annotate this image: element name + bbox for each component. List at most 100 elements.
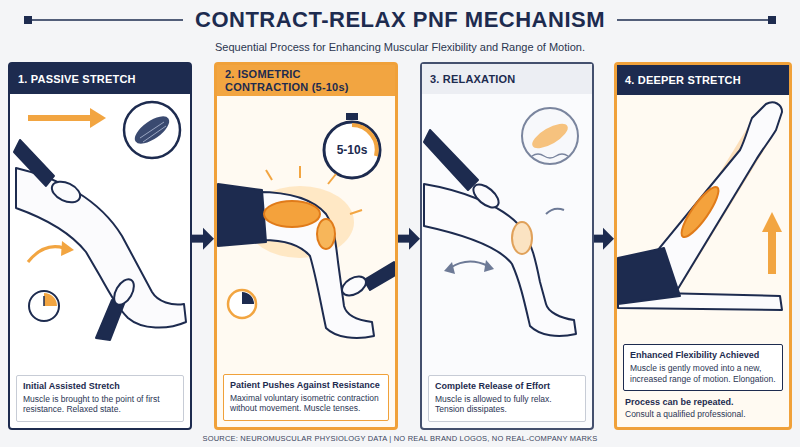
clock-icon (29, 291, 59, 321)
flow-arrow (192, 228, 214, 250)
step-heading: Patient Pushes Against Resistance (230, 380, 382, 391)
arrow-head (603, 228, 614, 250)
step-panel: 1. PASSIVE STRETCH Initial Assisted Stret… (8, 62, 192, 430)
arrow-shaft (398, 235, 409, 243)
up-arrow (768, 230, 776, 274)
clock-icon (44, 293, 57, 306)
clock-icon (228, 290, 256, 318)
muscle-glow (328, 174, 336, 184)
leg-figure (14, 140, 54, 186)
leg-figure (424, 184, 576, 336)
arrow-head (203, 228, 214, 250)
step-heading: Initial Assisted Stretch (23, 381, 177, 392)
muscle-icon (143, 126, 166, 142)
leg-figure (424, 130, 478, 190)
note-area: Process can be repeated.Consult a qualif… (625, 397, 781, 420)
leg-figure (14, 140, 186, 340)
leg-figure (264, 201, 320, 227)
step-description: Muscle is brought to the point of first … (23, 394, 177, 415)
illustration-area (10, 94, 190, 375)
up-arrow (762, 212, 782, 232)
header-band: 1. PASSIVE STRETCH (10, 64, 190, 94)
panel-ground (420, 62, 594, 430)
muscle-icon (124, 102, 180, 158)
step-heading: Enhanced Flexibility Achieved (630, 350, 776, 361)
clock-icon (29, 291, 59, 321)
title: CONTRACT-RELAX PNF MECHANISM (183, 6, 617, 34)
muscle-icon (522, 108, 578, 164)
leg-figure (218, 184, 266, 246)
step-heading: Complete Release of Effort (435, 381, 579, 392)
up-arrow (762, 212, 782, 274)
illustration-area (617, 95, 789, 344)
note: Consult a qualified professional. (625, 409, 781, 420)
leg-figure (218, 184, 394, 338)
direction-arrow (28, 115, 92, 121)
arrow-shaft (594, 235, 603, 243)
subtitle: Sequential Process for Enhancing Muscula… (0, 40, 800, 54)
description-box: Complete Release of EffortMuscle is allo… (428, 375, 586, 422)
leg-figure (49, 178, 84, 207)
step-title: 4. DEEPER STRETCH (625, 74, 741, 87)
illustration-area (422, 94, 592, 375)
step-panel: 2. ISOMETRIC CONTRACTION (5-10s) Patient … (214, 62, 398, 430)
direction-arrow (28, 108, 106, 128)
step-title: 2. ISOMETRIC CONTRACTION (5-10s) (225, 68, 387, 93)
flow-arrow (594, 228, 614, 250)
description-box: Patient Pushes Against ResistanceMaximal… (223, 374, 389, 421)
leg-figure (258, 192, 374, 338)
release-arrows (546, 209, 564, 214)
leg-figure (317, 219, 335, 249)
source-note: SOURCE: NEUROMUSCULAR PHYSIOLOGY DATA | … (0, 434, 800, 444)
leg-figure (618, 102, 782, 310)
leg-figure (364, 262, 394, 290)
release-arrows (444, 262, 455, 274)
illustration-area (217, 96, 395, 374)
direction-arrow (90, 108, 106, 128)
title-rule (768, 16, 776, 24)
muscle-glow (266, 170, 272, 180)
title-rule (24, 16, 32, 24)
leg-figure (96, 300, 124, 340)
leg-figure (16, 168, 186, 328)
panel-ground (8, 62, 792, 430)
curved-arrow (28, 241, 74, 262)
header-band: 4. DEEPER STRETCH (617, 65, 789, 95)
description-box: Initial Assisted StretchMuscle is brough… (16, 375, 184, 422)
release-arrows (450, 261, 488, 268)
leg-figure (424, 130, 576, 336)
header-band: 3. RELAXATION (422, 64, 592, 94)
step-title: 1. PASSIVE STRETCH (18, 73, 136, 86)
note-strong: Process can be repeated. (625, 397, 781, 409)
panel-ground (214, 62, 398, 430)
muscle-icon (529, 119, 572, 153)
stopwatch (346, 113, 358, 120)
leg-figure (110, 276, 138, 308)
leg-figure (339, 273, 370, 300)
arrow-shaft (192, 235, 203, 243)
step-description: Muscle is allowed to fully relax. Tensio… (435, 394, 579, 415)
muscle-icon (130, 111, 173, 149)
step-description: Muscle is gently moved into a new, incre… (630, 363, 776, 384)
arrow-head (409, 228, 420, 250)
release-arrows (444, 209, 564, 274)
header-band: 2. ISOMETRIC CONTRACTION (5-10s) (217, 65, 395, 96)
leg-figure (512, 222, 532, 254)
clock-icon (228, 290, 256, 318)
timer-value: 5-10s (322, 142, 382, 158)
step-panel: 4. DEEPER STRETCH Enhanced Flexibility Ac… (614, 62, 792, 430)
leg-figure (618, 248, 680, 304)
curved-arrow (28, 247, 64, 262)
curved-arrow (61, 241, 74, 256)
muscle-icon (532, 154, 568, 158)
leg-figure (469, 180, 502, 212)
muscle-glow (299, 166, 301, 178)
flow-arrow (398, 228, 420, 250)
step-description: Maximal voluntary isometric contraction … (230, 393, 382, 414)
step-title: 3. RELAXATION (430, 73, 516, 86)
leg-figure (676, 183, 724, 241)
step-panel: 3. RELAXATION Complete Release of EffortM… (420, 62, 594, 430)
title-bar: CONTRACT-RELAX PNF MECHANISM (0, 6, 800, 34)
clock-icon (43, 296, 45, 306)
